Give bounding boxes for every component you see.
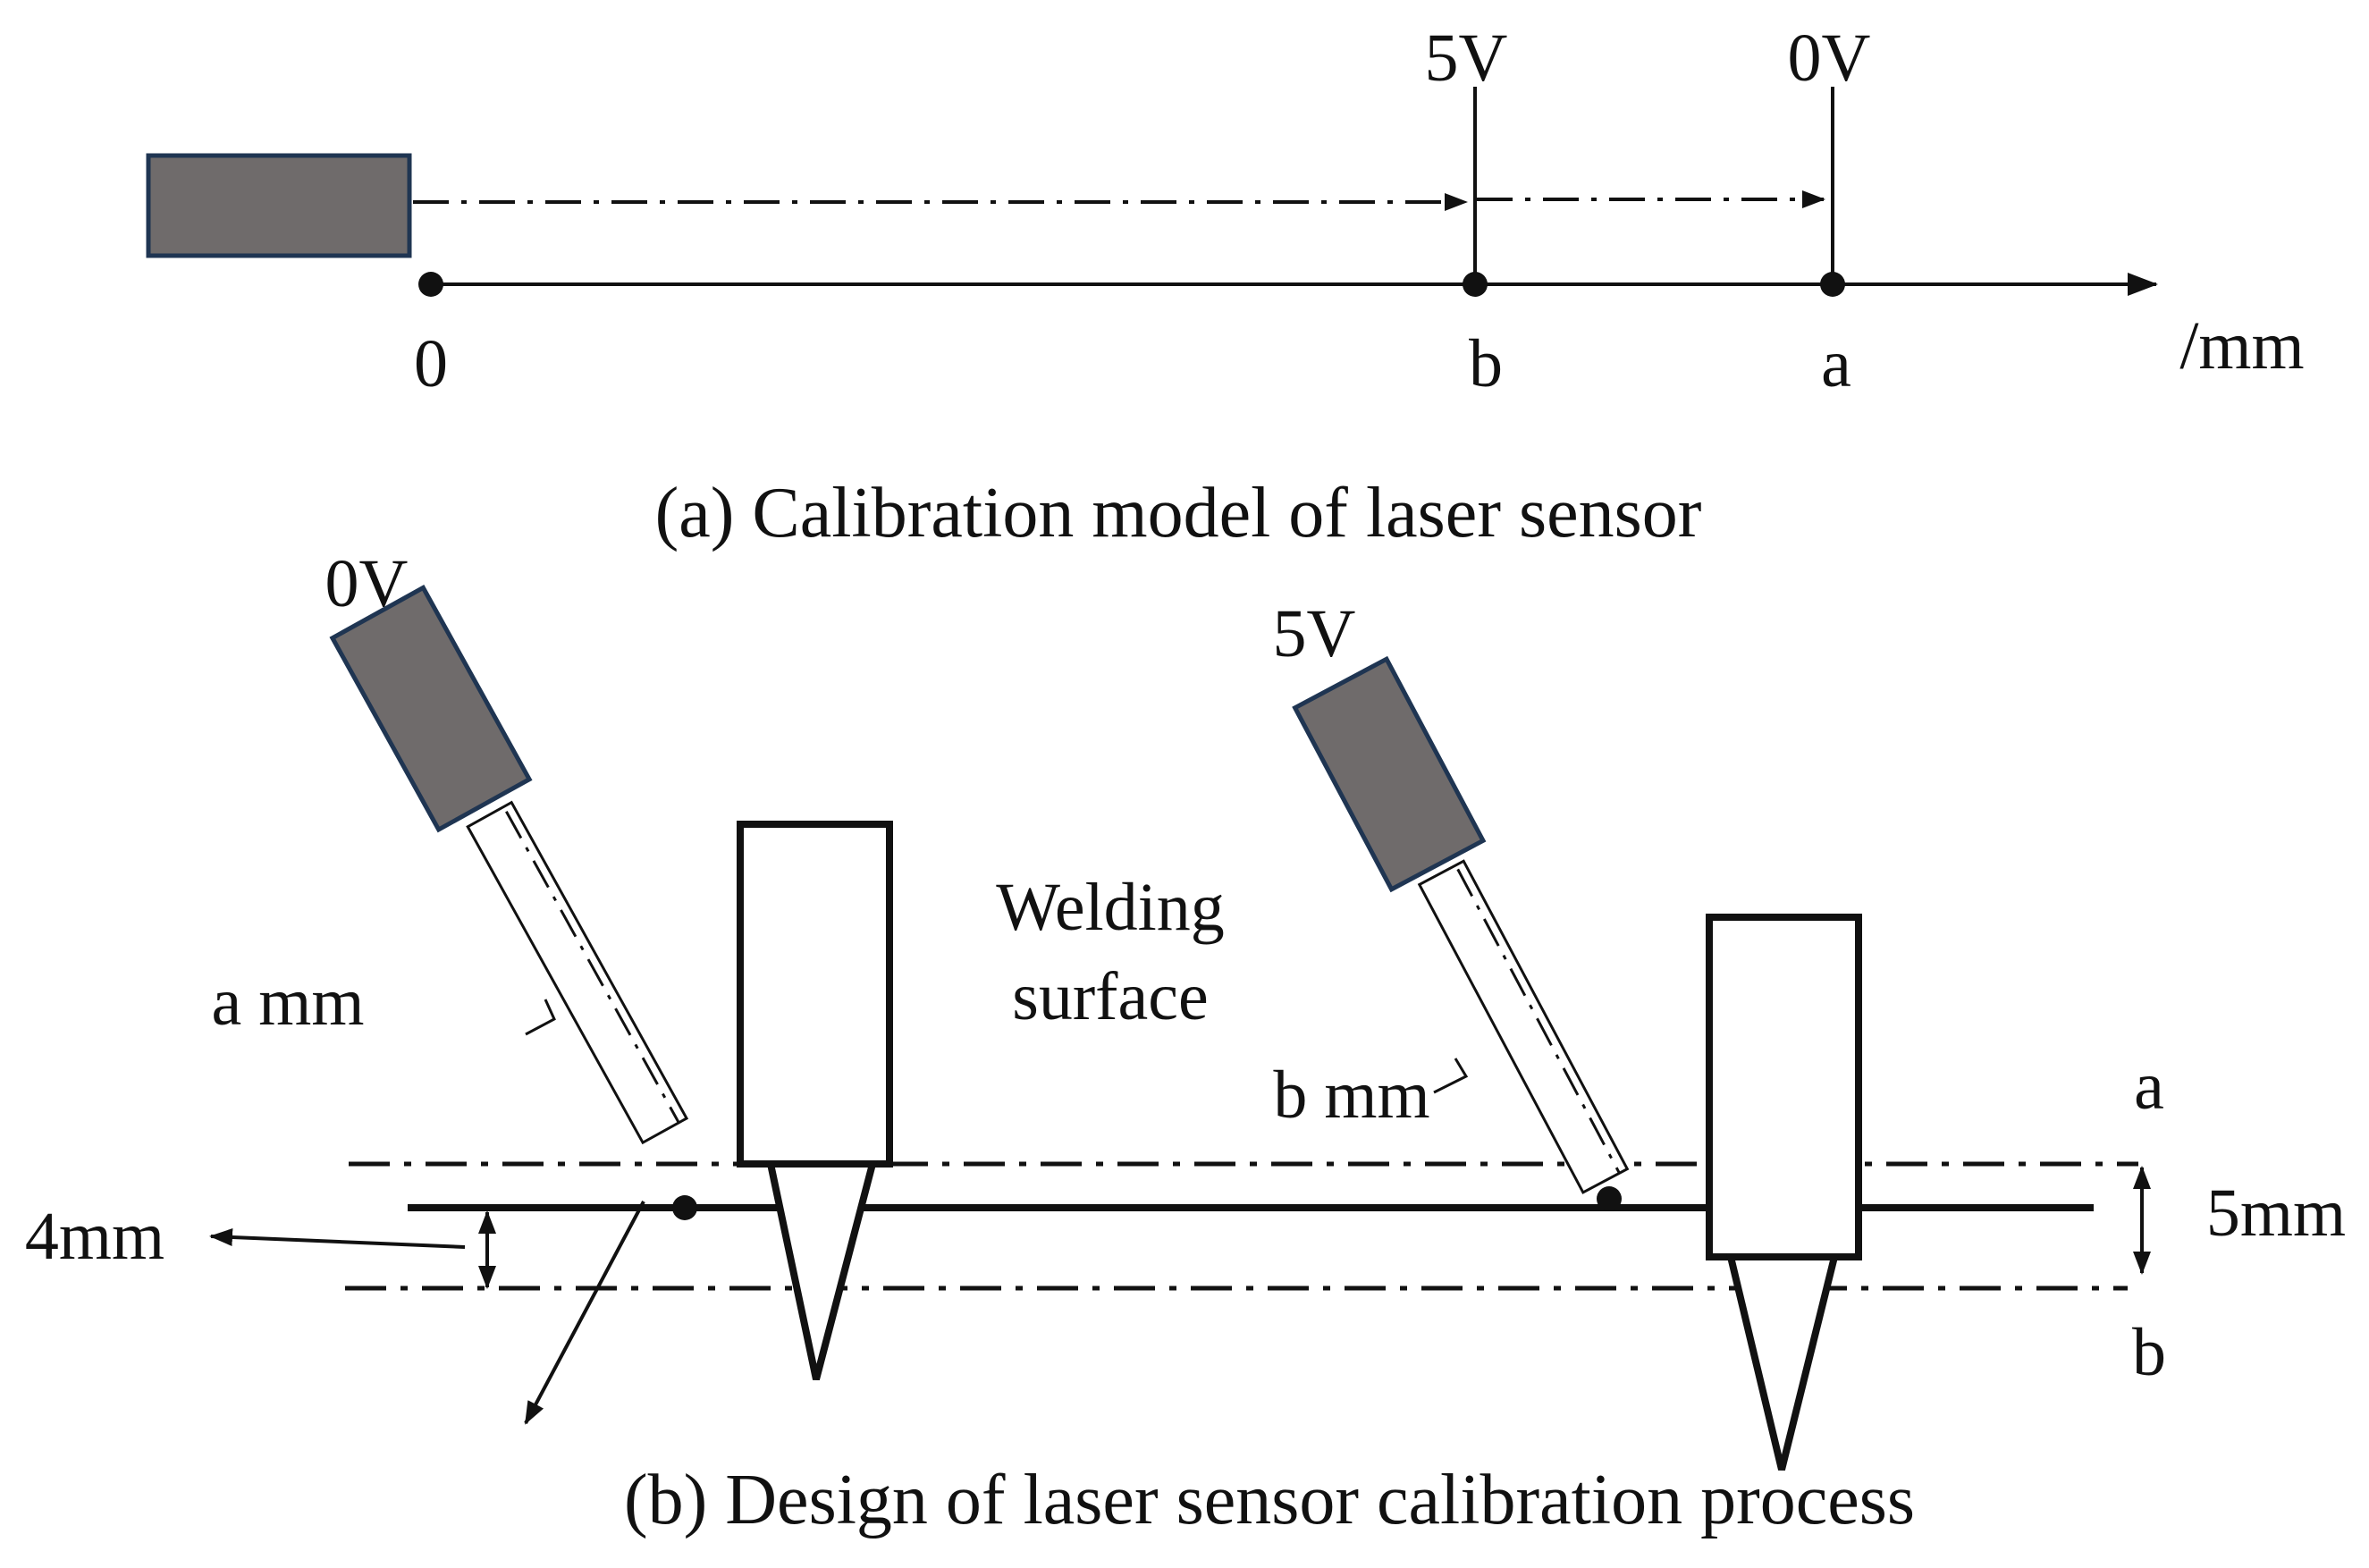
welding-surface-label-line1: Welding — [996, 870, 1225, 945]
brace-left — [525, 999, 556, 1036]
beam-left-length-label: a mm — [212, 965, 365, 1040]
sensor-right-voltage-label: 5V — [1273, 596, 1356, 671]
level-label-b: b — [2132, 1315, 2166, 1390]
sensor-left-voltage-label: 0V — [325, 546, 409, 621]
beam-spot-left — [672, 1195, 697, 1220]
beam-spot-right — [1597, 1186, 1622, 1211]
panel-a-caption: (a) Calibration model of laser sensor — [655, 474, 1702, 552]
dimension-label-4mm: 4mm — [25, 1199, 164, 1274]
welding-torch-left — [737, 821, 893, 1168]
reflected-beam-arrow — [524, 1201, 645, 1425]
panel-b-caption: (b) Design of laser sensor calibration p… — [624, 1461, 1915, 1539]
sensor-block-a — [146, 153, 412, 258]
axis-point-a — [1820, 272, 1845, 297]
torch-tip-left — [766, 1160, 878, 1381]
torch-tip-right — [1725, 1253, 1840, 1471]
axis-point-origin — [418, 272, 443, 297]
level-label-a: a — [2134, 1049, 2164, 1124]
axis-label-b: b — [1469, 326, 1503, 401]
sensor-block-right — [1292, 655, 1487, 893]
sensor-right — [1292, 655, 1630, 1194]
axis-label-origin: 0 — [414, 326, 448, 401]
welding-surface-label-line2: surface — [1012, 959, 1208, 1034]
axis-label-a: a — [1821, 326, 1851, 401]
sensor-block-left — [329, 585, 533, 833]
welding-torch-right — [1706, 914, 1862, 1260]
beam-tube-right — [1417, 859, 1630, 1194]
panel-a: 5V 0V 0 b a /mm (a) Calibration model of… — [146, 21, 2305, 552]
beam-axis-right — [1456, 868, 1621, 1175]
sensor-left — [329, 585, 689, 1145]
voltage-label-5v: 5V — [1425, 21, 1508, 96]
beam-axis-left — [505, 811, 680, 1124]
dimension-leader-4mm — [209, 1228, 466, 1249]
panel-b: 0V 5V Welding surface a mm b mm a b 4mm … — [25, 546, 2346, 1539]
voltage-label-0v: 0V — [1788, 21, 1871, 96]
axis-unit-label: /mm — [2179, 308, 2304, 384]
axis-point-b — [1463, 272, 1488, 297]
beam-tube-left — [466, 800, 689, 1145]
dimension-label-5mm: 5mm — [2206, 1176, 2346, 1251]
brace-right — [1433, 1058, 1469, 1094]
beam-right-length-label: b mm — [1273, 1058, 1429, 1133]
